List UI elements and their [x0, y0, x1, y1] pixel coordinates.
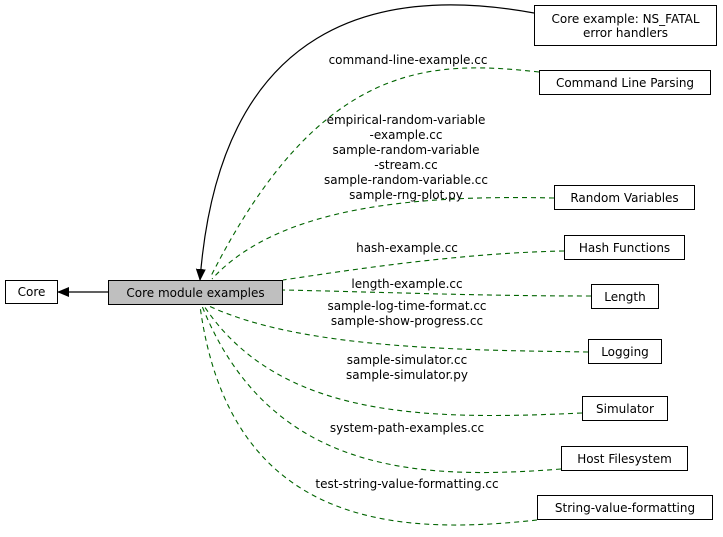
edge-label-line: sample-rng-plot.py [349, 188, 463, 202]
edge-simulator [203, 305, 583, 417]
edge-label-line: hash-example.cc [356, 241, 458, 255]
node-command-line-parsing[interactable]: Command Line Parsing [539, 70, 711, 95]
edge-label-hash-functions: hash-example.cc [356, 241, 458, 256]
edge-label-line: sample-show-progress.cc [330, 314, 484, 328]
edge-hash-functions [282, 250, 565, 281]
edge-label-line: -example.cc [369, 128, 443, 142]
edge-host-filesystem [201, 305, 562, 474]
edge-label-host-filesystem: system-path-examples.cc [330, 421, 484, 436]
node-ns-fatal-line-1: Core example: NS_FATAL [551, 11, 700, 26]
edge-label-line: sample-random-variable [332, 143, 480, 157]
edge-logging [206, 304, 589, 353]
edge-label-line: -stream.cc [374, 158, 438, 172]
edge-label-line: system-path-examples.cc [329, 421, 485, 435]
node-string-value-formatting[interactable]: String-value-formatting [537, 495, 713, 520]
edge-label-line: empirical-random-variable [326, 113, 486, 127]
node-random-variables[interactable]: Random Variables [554, 185, 695, 210]
node-ns-fatal-line-2: error handlers [583, 25, 668, 40]
edge-command-line [209, 67, 540, 279]
node-core-module-examples[interactable]: Core module examples [108, 280, 283, 305]
edge-label-line: sample-random-variable.cc [324, 173, 488, 187]
edge-label-line: test-string-value-formatting.cc [315, 477, 499, 491]
edge-label-command-line: command-line-example.cc [329, 53, 488, 68]
node-host-filesystem[interactable]: Host Filesystem [561, 446, 688, 471]
edge-label-simulator: sample-simulator.cc sample-simulator.py [346, 353, 468, 383]
edge-ns-fatal [195, 4, 535, 281]
node-simulator[interactable]: Simulator [582, 396, 668, 421]
node-length[interactable]: Length [591, 284, 659, 309]
edge-label-length: length-example.cc [351, 277, 462, 292]
node-core[interactable]: Core [5, 280, 58, 304]
edge-label-line: sample-log-time-format.cc [327, 299, 487, 313]
edge-string-value [199, 305, 538, 526]
edge-random-variables [211, 196, 555, 280]
edge-label-random-variables: empirical-random-variable -example.cc sa… [324, 113, 488, 203]
edge-label-logging: sample-log-time-format.cc sample-show-pr… [327, 299, 486, 329]
edge-label-string-value: test-string-value-formatting.cc [315, 477, 498, 492]
edge-label-line: sample-simulator.cc [346, 353, 468, 367]
edge-label-line: command-line-example.cc [328, 53, 488, 67]
node-logging[interactable]: Logging [588, 339, 662, 364]
edge-label-line: length-example.cc [351, 277, 463, 291]
edge-label-line: sample-simulator.py [346, 368, 468, 382]
node-hash-functions[interactable]: Hash Functions [564, 235, 685, 260]
node-ns-fatal[interactable]: Core example: NS_FATAL error handlers [534, 5, 717, 46]
